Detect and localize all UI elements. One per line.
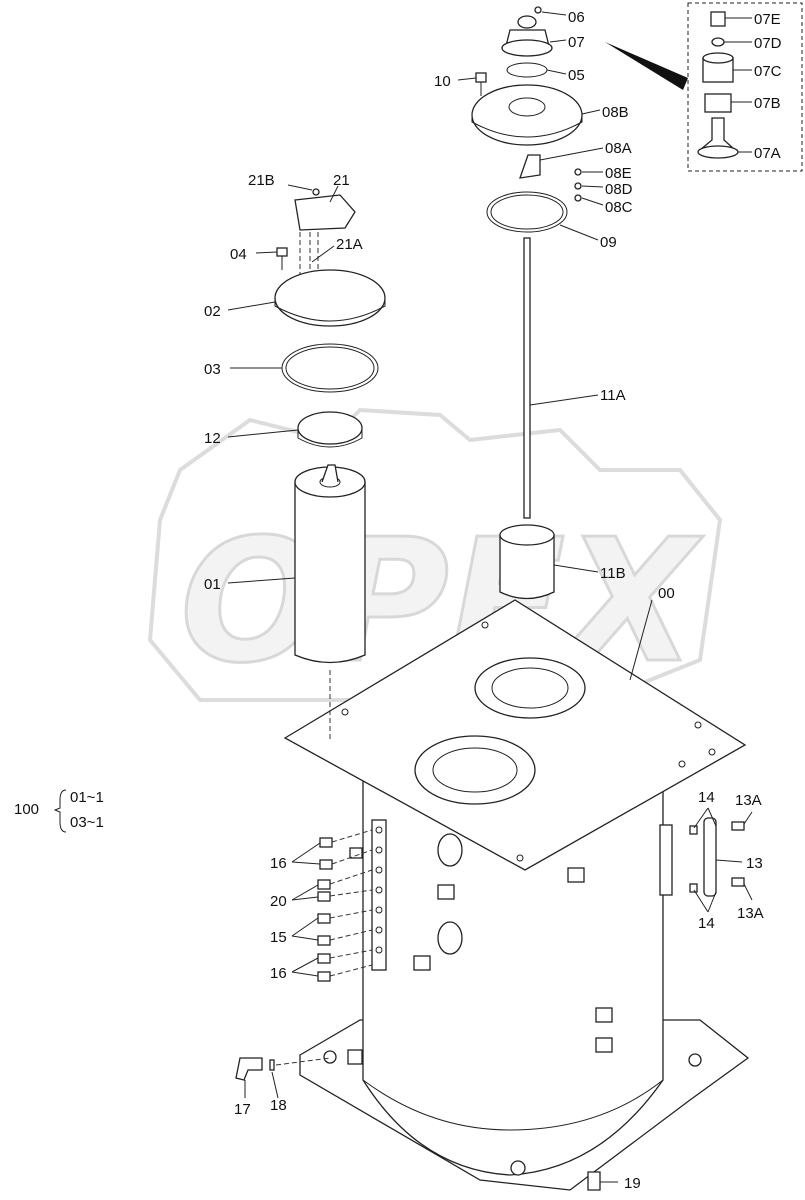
inset-breather-detail [605,2,803,172]
label-100-range-a: 01~1 [70,789,104,806]
part-labels: 06 07 05 10 08B 08A 08E 08D 08C 09 07E 0… [14,9,782,1192]
label-19: 19 [624,1175,641,1192]
watermark-logo: OPEX [147,407,723,703]
filter-element-01 [294,481,366,664]
tank-top-plate [283,599,747,871]
label-08C: 08C [605,199,633,216]
bracket-08A [519,154,541,179]
leader-lines [53,11,753,1183]
label-13: 13 [746,855,763,872]
flange-08B [471,84,583,146]
label-07A: 07A [754,145,781,162]
label-05: 05 [568,67,585,84]
label-07E: 07E [754,11,781,28]
breather-port-flange [474,657,586,719]
label-14a: 14 [698,789,715,806]
label-02: 02 [204,303,221,320]
manifold-block [371,819,387,971]
breather-filter-11B [499,534,555,600]
label-00: 00 [658,585,675,602]
label-18: 18 [270,1097,287,1114]
label-13Aa: 13A [735,792,762,809]
label-06: 06 [568,9,585,26]
label-11A: 11A [600,387,626,404]
label-16b: 16 [270,965,287,982]
label-07C: 07C [754,63,782,80]
label-21A: 21A [336,236,363,253]
o-ring-03 [281,343,379,393]
o-ring-05 [506,62,548,78]
watermark-text: OPEX [180,503,704,701]
label-08D: 08D [605,181,633,198]
pressure-switch-21 [294,194,356,231]
side-fittings [235,817,745,1191]
label-14b: 14 [698,915,715,932]
label-04: 04 [230,246,247,263]
label-09: 09 [600,234,617,251]
label-07B: 07B [754,95,781,112]
label-10: 10 [434,73,451,90]
label-07: 07 [568,34,585,51]
label-13Ab: 13A [737,905,764,922]
label-21: 21 [333,172,350,189]
label-11B: 11B [600,565,626,582]
label-03: 03 [204,361,221,378]
label-08E: 08E [605,165,632,182]
label-08B: 08B [602,104,629,121]
filter-port-flange [414,735,536,805]
filter-cover-02 [274,269,386,327]
retainer-ring-12 [297,411,363,445]
label-20: 20 [270,893,287,910]
sight-gauge-13 [703,817,717,897]
label-100-range-b: 03~1 [70,814,104,831]
label-21B: 21B [248,172,275,189]
label-100: 100 [14,801,39,818]
label-01: 01 [204,576,221,593]
sensor-17 [235,1057,263,1081]
label-16a: 16 [270,855,287,872]
label-17: 17 [234,1101,251,1118]
rod-11A [523,237,531,519]
label-15: 15 [270,929,287,946]
filter-assembly [274,188,386,740]
breather-assembly [471,6,583,600]
label-07D: 07D [754,35,782,52]
label-08A: 08A [605,140,632,157]
drain-plug-19 [587,1171,601,1191]
label-12: 12 [204,430,221,447]
tank-cylinder [362,769,664,1176]
hydraulic-tank [283,599,750,1191]
o-ring-09 [486,191,568,233]
